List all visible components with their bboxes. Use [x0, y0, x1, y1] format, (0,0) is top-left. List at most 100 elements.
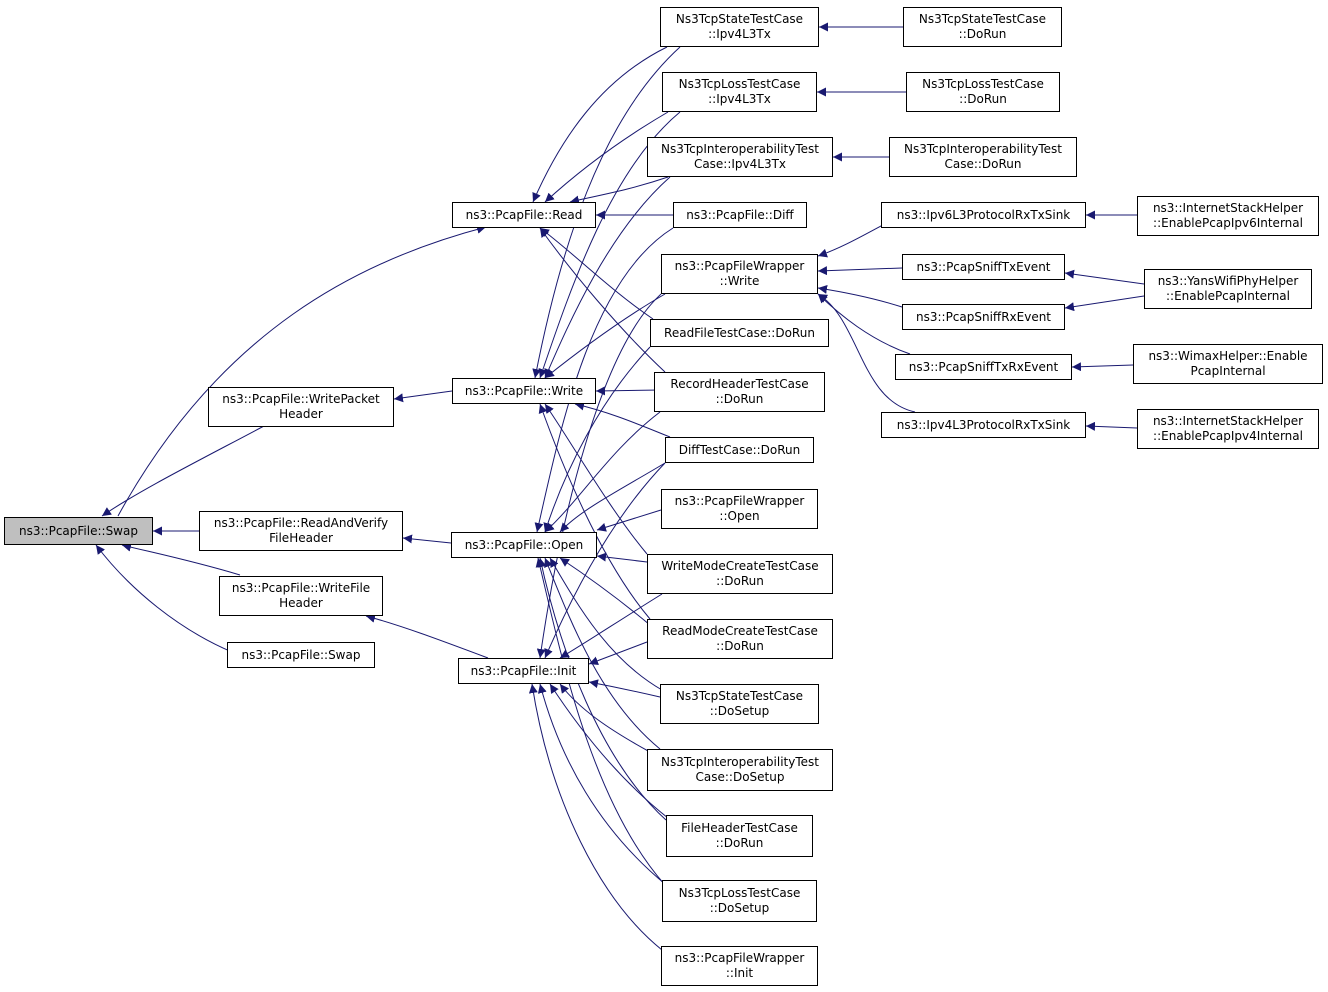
edge-loss-dosetup-to-init	[537, 683, 666, 885]
node-fileheader-dorun[interactable]: FileHeaderTestCase::DoRun	[666, 815, 813, 857]
edge-interop-ipv4-to-read	[569, 176, 669, 205]
node-label-line: Case::DoRun	[944, 157, 1022, 171]
edge-yans-to-sniff-rx	[1064, 295, 1145, 312]
node-write[interactable]: ns3::PcapFile::Write	[452, 378, 596, 404]
edge-difftest-to-init	[544, 462, 666, 659]
node-wrapper-write[interactable]: ns3::PcapFileWrapper::Write	[661, 254, 818, 294]
edge-loss-dosetup-to-open	[535, 557, 666, 886]
node-label-line: ReadModeCreateTestCase	[662, 624, 818, 638]
edge-readmode-to-init	[588, 641, 648, 666]
node-label-line: ns3::PcapFile::ReadAndVerify	[213, 516, 389, 530]
edge-loss-ipv4-to-read	[544, 111, 669, 203]
edge-difftest-to-open	[559, 462, 666, 533]
node-readmode-dorun[interactable]: ReadModeCreateTestCase::DoRun	[647, 619, 833, 659]
node-label-line: ns3::PcapSniffRxEvent	[915, 309, 1052, 324]
node-loss-ipv4[interactable]: Ns3TcpLossTestCase::Ipv4L3Tx	[662, 72, 817, 112]
node-yans[interactable]: ns3::YansWifiPhyHelper::EnablePcapIntern…	[1144, 269, 1312, 309]
edge-wimax-to-sniff-txrx	[1071, 362, 1134, 372]
edge-init-to-writefileheader	[365, 613, 489, 659]
node-read[interactable]: ns3::PcapFile::Read	[452, 202, 596, 228]
node-label-line: ns3::WimaxHelper::Enable	[1148, 349, 1308, 363]
node-label-line: ::Init	[725, 966, 754, 980]
edge-writemode-to-write	[544, 403, 648, 555]
node-init[interactable]: ns3::PcapFile::Init	[458, 658, 589, 684]
node-label-line: Case::DoSetup	[695, 770, 785, 784]
node-wrapper-init[interactable]: ns3::PcapFileWrapper::Init	[661, 946, 818, 986]
node-state-ipv4[interactable]: Ns3TcpStateTestCase::Ipv4L3Tx	[660, 7, 819, 47]
edge-state-ipv4-to-write	[532, 46, 681, 379]
edge-writemode-to-open	[596, 552, 648, 563]
edge-readmode-to-open	[559, 557, 651, 626]
node-label-line: ::Ipv4L3Tx	[708, 27, 771, 41]
edge-writepacketheader-to-swap	[101, 425, 265, 517]
node-label-line: ns3::PcapFile::Open	[464, 537, 584, 552]
edge-recordheader-to-write	[595, 386, 661, 396]
edge-interop-ipv4-to-write	[544, 176, 671, 379]
edge-sniff-tx-to-wrapper-write	[817, 266, 903, 276]
node-recordheader-dorun[interactable]: RecordHeaderTestCase::DoRun	[654, 372, 825, 412]
node-ipv4-sink[interactable]: ns3::Ipv4L3ProtocolRxTxSink	[881, 412, 1086, 438]
node-swap2[interactable]: ns3::PcapFile::Swap	[227, 642, 375, 668]
edge-wrapper-open-to-open	[596, 509, 662, 532]
node-sniff-tx[interactable]: ns3::PcapSniffTxEvent	[902, 254, 1065, 280]
edge-ipv4-sink-to-wrapper-write	[817, 293, 916, 413]
node-swap-root[interactable]: ns3::PcapFile::Swap	[4, 517, 153, 545]
node-difftest-dorun[interactable]: DiffTestCase::DoRun	[665, 437, 814, 463]
node-label-line: ns3::InternetStackHelper	[1152, 201, 1304, 215]
node-label-line: ns3::Ipv6L3ProtocolRxTxSink	[896, 207, 1071, 222]
node-ish-ipv4[interactable]: ns3::InternetStackHelper::EnablePcapIpv4…	[1137, 409, 1319, 449]
node-label-line: Ns3TcpInteroperabilityTest	[661, 142, 819, 156]
node-label-line: ::DoRun	[716, 574, 764, 588]
node-label-line: ::EnablePcapIpv4Internal	[1153, 429, 1303, 443]
edge-fileheader-to-init	[549, 683, 669, 819]
node-label-line: ::Open	[719, 509, 760, 523]
node-label-line: WriteModeCreateTestCase	[661, 559, 819, 573]
node-writemode-dorun[interactable]: WriteModeCreateTestCase::DoRun	[647, 554, 833, 594]
node-label-line: Header	[279, 407, 323, 421]
node-label-line: ns3::PcapFile::WritePacket	[222, 392, 380, 406]
node-label-line: ::Ipv4L3Tx	[708, 92, 771, 106]
node-label-line: ::DoRun	[715, 392, 764, 406]
node-label-line: ns3::PcapFileWrapper	[674, 259, 805, 273]
node-label-line: ::DoSetup	[709, 704, 770, 718]
edge-diff-to-open	[534, 227, 674, 533]
edge-writemode-to-init	[559, 593, 663, 659]
node-label-line: ns3::InternetStackHelper	[1152, 414, 1304, 428]
node-ipv6-sink[interactable]: ns3::Ipv6L3ProtocolRxTxSink	[881, 202, 1086, 228]
node-sniff-rx[interactable]: ns3::PcapSniffRxEvent	[902, 304, 1065, 330]
node-state-dorun[interactable]: Ns3TcpStateTestCase::DoRun	[903, 7, 1062, 47]
node-sniff-txrx[interactable]: ns3::PcapSniffTxRxEvent	[895, 354, 1072, 380]
node-label-line: RecordHeaderTestCase	[670, 377, 809, 391]
edge-readmode-to-write	[538, 403, 651, 620]
node-label-line: ns3::PcapFile::Init	[470, 663, 577, 678]
node-diff[interactable]: ns3::PcapFile::Diff	[673, 202, 807, 228]
node-open[interactable]: ns3::PcapFile::Open	[451, 532, 597, 558]
node-state-dosetup[interactable]: Ns3TcpStateTestCase::DoSetup	[660, 684, 819, 724]
node-label-line: ::Write	[719, 274, 760, 288]
node-label-line: ns3::PcapFile::Read	[465, 207, 583, 222]
node-label-line: ::DoRun	[716, 639, 764, 653]
edge-difftest-to-write	[574, 401, 671, 438]
node-ish-ipv6[interactable]: ns3::InternetStackHelper::EnablePcapIpv6…	[1137, 196, 1319, 236]
node-label-line: FileHeaderTestCase	[681, 821, 798, 835]
node-loss-dorun[interactable]: Ns3TcpLossTestCase::DoRun	[906, 72, 1060, 112]
node-label-line: ns3::PcapFile::Swap	[241, 647, 361, 662]
edge-yans-to-sniff-tx	[1064, 269, 1145, 285]
node-wrapper-open[interactable]: ns3::PcapFileWrapper::Open	[661, 489, 818, 529]
node-readfile-dorun[interactable]: ReadFileTestCase::DoRun	[650, 319, 829, 347]
edge-ish-ipv4-to-ipv4-sink	[1085, 421, 1138, 431]
node-label-line: ns3::YansWifiPhyHelper	[1157, 274, 1299, 288]
node-label-line: Ns3TcpInteroperabilityTest	[661, 755, 819, 769]
node-loss-dosetup[interactable]: Ns3TcpLossTestCase::DoSetup	[662, 880, 817, 922]
node-label-line: Ns3TcpLossTestCase	[678, 886, 801, 900]
node-label-line: Ns3TcpLossTestCase	[922, 77, 1044, 91]
node-label-line: ::EnablePcapIpv6Internal	[1153, 216, 1303, 230]
